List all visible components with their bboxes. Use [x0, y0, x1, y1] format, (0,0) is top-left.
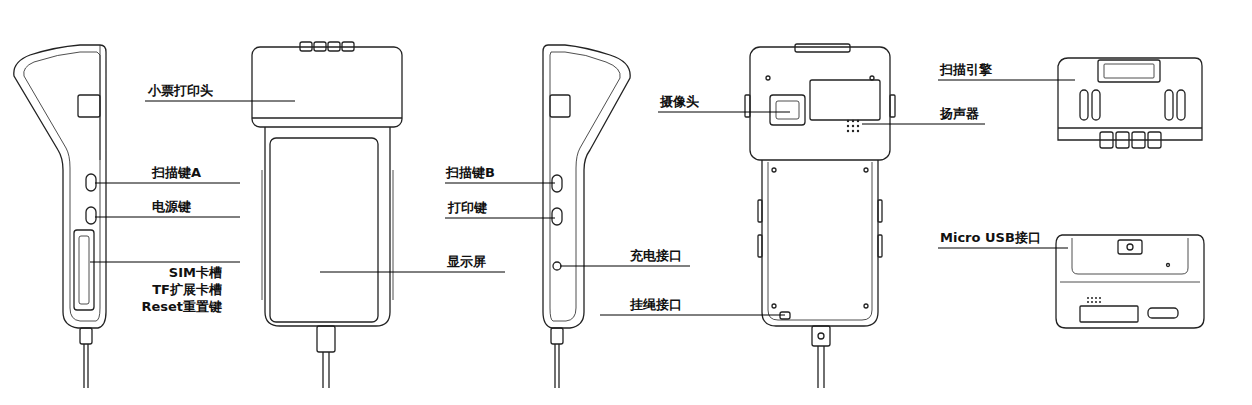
- part-label: 挂绳接口: [630, 297, 682, 312]
- part-label: 电源键: [152, 199, 191, 214]
- right-side-view: [543, 45, 630, 388]
- part-label: 打印键: [448, 200, 487, 215]
- part-label: 显示屏: [447, 254, 486, 269]
- front-view: [252, 42, 402, 388]
- part-label: TF扩展卡槽: [152, 282, 222, 297]
- part-label: SIM卡槽: [169, 265, 222, 280]
- part-label: 扫描键A: [152, 165, 201, 180]
- leader-lines: [90, 80, 1075, 315]
- top-detail-view: [1058, 58, 1202, 148]
- bottom-detail-view: [1056, 235, 1204, 328]
- part-label: 扫描键B: [446, 165, 495, 180]
- part-label: Micro USB接口: [940, 230, 1041, 245]
- part-label: 充电接口: [630, 248, 682, 263]
- part-label: 扬声器: [940, 106, 979, 121]
- part-label: 小票打印头: [148, 83, 213, 98]
- part-label: Reset重置键: [141, 299, 222, 314]
- back-view: [745, 44, 895, 388]
- left-side-view: [14, 45, 106, 388]
- part-label: 摄像头: [660, 94, 699, 109]
- part-label: 扫描引擎: [940, 62, 992, 77]
